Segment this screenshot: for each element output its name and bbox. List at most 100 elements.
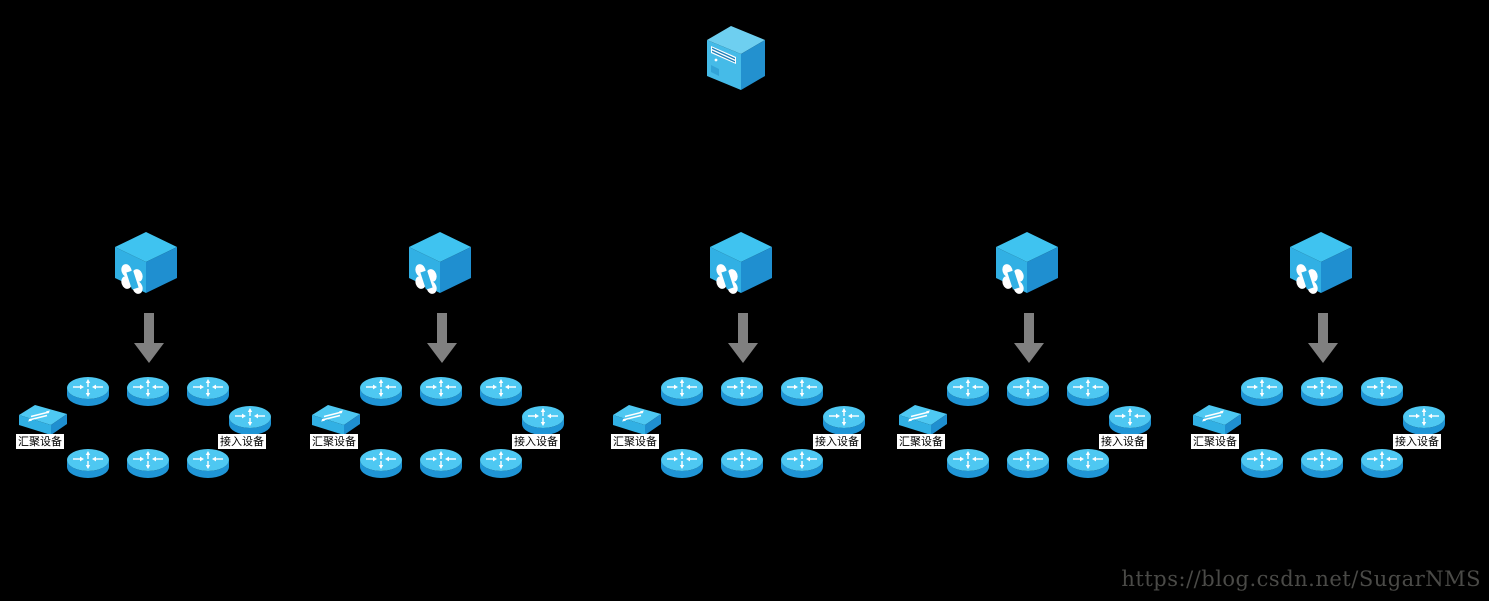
cube-switch-icon — [115, 232, 177, 294]
access-router-node-4-5[interactable] — [946, 448, 990, 480]
router-icon — [127, 449, 169, 478]
access-router-node-1-5[interactable] — [66, 448, 110, 480]
flat-switch-icon — [899, 405, 947, 435]
access-router-node-4-4[interactable] — [1108, 405, 1152, 437]
access-device-label-2: 接入设备 — [512, 434, 560, 449]
cube-switch-icon — [1290, 232, 1352, 294]
router-icon — [1301, 449, 1343, 478]
access-router-node-2-6[interactable] — [419, 448, 463, 480]
access-router-node-3-5[interactable] — [660, 448, 704, 480]
access-router-node-5-6[interactable] — [1300, 448, 1344, 480]
router-icon — [1241, 449, 1283, 478]
aggregation-switch-node-5[interactable] — [1192, 404, 1242, 438]
router-icon — [947, 449, 989, 478]
router-icon — [360, 377, 402, 406]
router-icon — [67, 449, 109, 478]
access-router-node-1-7[interactable] — [186, 448, 230, 480]
access-router-node-5-1[interactable] — [1240, 376, 1284, 408]
cube-switch-icon — [409, 232, 471, 294]
access-router-node-1-2[interactable] — [126, 376, 170, 408]
down-arrow-icon — [427, 313, 457, 363]
cube-switch-node-5[interactable] — [1288, 231, 1354, 295]
router-icon — [1007, 449, 1049, 478]
flat-switch-icon — [613, 405, 661, 435]
aggregation-device-label-1: 汇聚设备 — [16, 434, 64, 449]
router-icon — [661, 377, 703, 406]
router-icon — [420, 377, 462, 406]
access-router-node-1-4[interactable] — [228, 405, 272, 437]
aggregation-switch-node-1[interactable] — [18, 404, 68, 438]
down-arrow-connector-4 — [1012, 313, 1046, 365]
aggregation-device-label-5: 汇聚设备 — [1191, 434, 1239, 449]
down-arrow-connector-5 — [1306, 313, 1340, 365]
core-server-node[interactable] — [705, 24, 767, 96]
access-router-node-2-2[interactable] — [419, 376, 463, 408]
access-router-node-2-5[interactable] — [359, 448, 403, 480]
router-icon — [823, 406, 865, 435]
access-router-node-3-4[interactable] — [822, 405, 866, 437]
down-arrow-connector-3 — [726, 313, 760, 365]
down-arrow-connector-2 — [425, 313, 459, 365]
router-icon — [480, 377, 522, 406]
cube-switch-node-3[interactable] — [708, 231, 774, 295]
router-icon — [661, 449, 703, 478]
aggregation-device-label-3: 汇聚设备 — [611, 434, 659, 449]
aggregation-switch-node-2[interactable] — [311, 404, 361, 438]
access-device-label-3: 接入设备 — [813, 434, 861, 449]
cube-switch-node-1[interactable] — [113, 231, 179, 295]
router-icon — [229, 406, 271, 435]
access-router-node-4-3[interactable] — [1066, 376, 1110, 408]
cube-switch-node-2[interactable] — [407, 231, 473, 295]
access-router-node-4-1[interactable] — [946, 376, 990, 408]
access-router-node-2-4[interactable] — [521, 405, 565, 437]
access-router-node-4-6[interactable] — [1006, 448, 1050, 480]
aggregation-switch-node-4[interactable] — [898, 404, 948, 438]
router-icon — [1067, 377, 1109, 406]
down-arrow-icon — [134, 313, 164, 363]
aggregation-switch-node-3[interactable] — [612, 404, 662, 438]
router-icon — [1361, 377, 1403, 406]
watermark-text: https://blog.csdn.net/SugarNMS — [1121, 567, 1481, 591]
router-icon — [187, 377, 229, 406]
access-router-node-5-4[interactable] — [1402, 405, 1446, 437]
access-router-node-1-1[interactable] — [66, 376, 110, 408]
down-arrow-icon — [1308, 313, 1338, 363]
router-icon — [420, 449, 462, 478]
router-icon — [721, 449, 763, 478]
router-icon — [127, 377, 169, 406]
access-router-node-3-1[interactable] — [660, 376, 704, 408]
server-tower-icon — [707, 26, 765, 90]
access-router-node-3-7[interactable] — [780, 448, 824, 480]
access-router-node-5-3[interactable] — [1360, 376, 1404, 408]
access-router-node-2-3[interactable] — [479, 376, 523, 408]
access-router-node-3-6[interactable] — [720, 448, 764, 480]
router-icon — [480, 449, 522, 478]
access-router-node-3-3[interactable] — [780, 376, 824, 408]
access-router-node-1-6[interactable] — [126, 448, 170, 480]
router-icon — [67, 377, 109, 406]
router-icon — [1361, 449, 1403, 478]
cube-switch-icon — [710, 232, 772, 294]
access-router-node-4-7[interactable] — [1066, 448, 1110, 480]
router-icon — [1241, 377, 1283, 406]
router-icon — [1403, 406, 1445, 435]
access-router-node-1-3[interactable] — [186, 376, 230, 408]
router-icon — [1007, 377, 1049, 406]
aggregation-device-label-2: 汇聚设备 — [310, 434, 358, 449]
cube-switch-node-4[interactable] — [994, 231, 1060, 295]
access-device-label-4: 接入设备 — [1099, 434, 1147, 449]
access-router-node-2-7[interactable] — [479, 448, 523, 480]
access-router-node-3-2[interactable] — [720, 376, 764, 408]
router-icon — [781, 377, 823, 406]
cube-switch-icon — [996, 232, 1058, 294]
router-icon — [522, 406, 564, 435]
access-router-node-5-2[interactable] — [1300, 376, 1344, 408]
access-router-node-5-5[interactable] — [1240, 448, 1284, 480]
access-router-node-5-7[interactable] — [1360, 448, 1404, 480]
down-arrow-icon — [1014, 313, 1044, 363]
down-arrow-connector-1 — [132, 313, 166, 365]
access-router-node-2-1[interactable] — [359, 376, 403, 408]
router-icon — [947, 377, 989, 406]
access-router-node-4-2[interactable] — [1006, 376, 1050, 408]
